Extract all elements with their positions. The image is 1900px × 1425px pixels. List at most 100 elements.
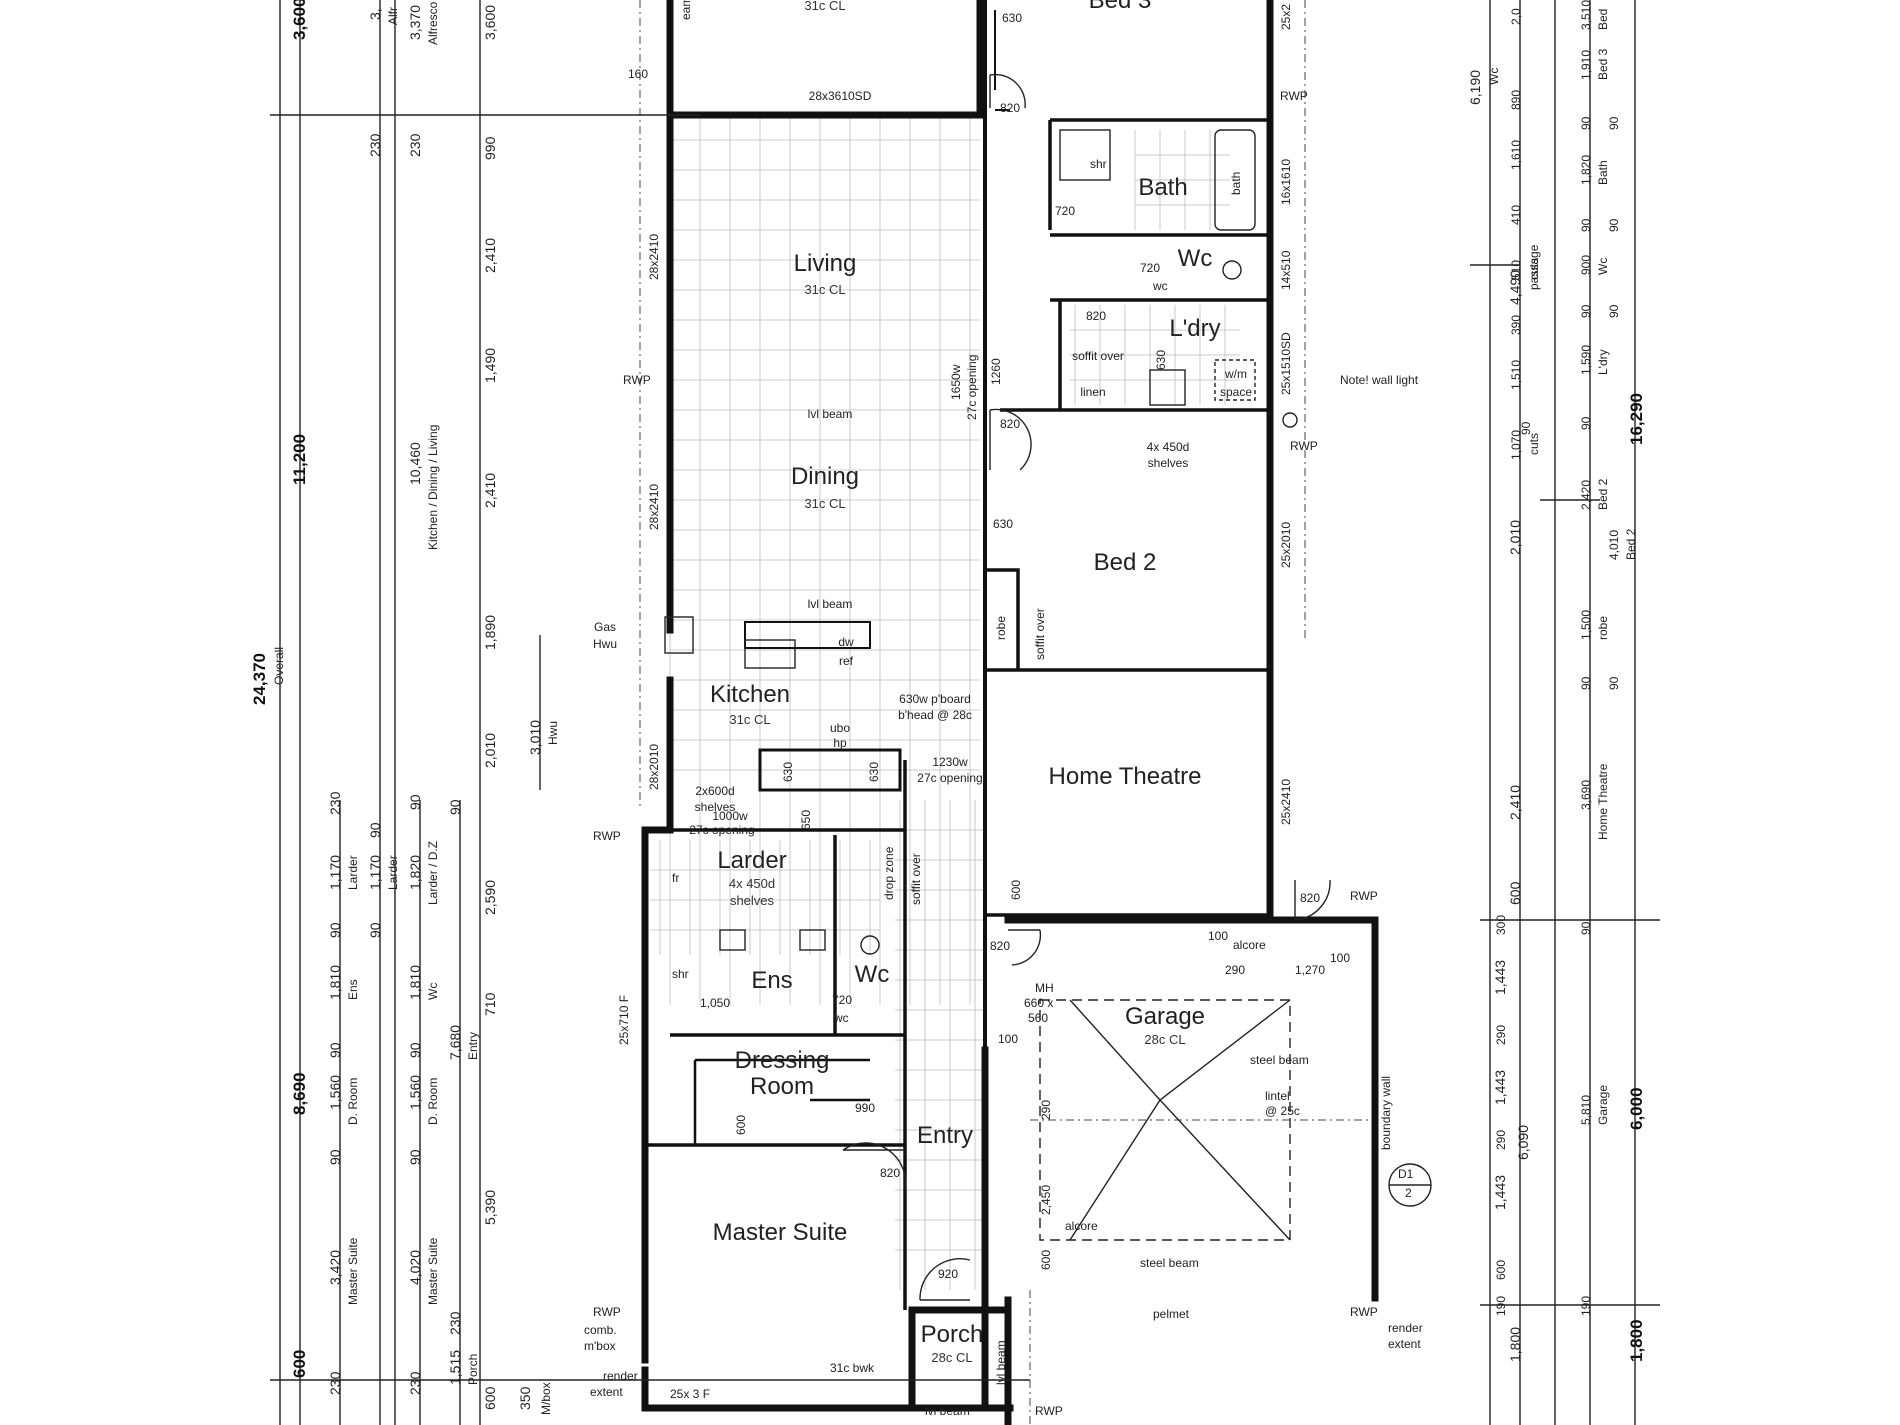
room-master-suite: Master Suite (713, 1219, 848, 1246)
note-linen-shelves-1: 4x 450d (1147, 440, 1190, 454)
dim-col-600: 600 (482, 1386, 498, 1410)
room-entry: Entry (917, 1122, 973, 1149)
note-wall-light: Note! wall light (1340, 373, 1419, 387)
larder-shelves-line2: shelves (730, 893, 775, 908)
window-25x2-top: 25x2 (1279, 4, 1293, 30)
dim-f-350-label: M/box (539, 1382, 553, 1415)
note-drop-zone: drop zone (882, 846, 896, 900)
door-dim-820-bed2: 820 (1000, 417, 1020, 431)
door-dim-100-a: 100 (1208, 929, 1228, 943)
dim-col-1890: 1,890 (482, 615, 498, 650)
trough-icon (1149, 369, 1186, 406)
note-bath: bath (1229, 172, 1243, 195)
dim-e-90-c: 90 (407, 1149, 423, 1165)
garage-roof-lines (1069, 999, 1291, 1241)
note-manhole-2: 660 x (1024, 996, 1053, 1010)
dim-r-600: 600 (1507, 881, 1523, 905)
dimension-lines (270, 0, 1660, 1425)
dim-t-90-e: 90 (1579, 676, 1593, 690)
room-wc: Wc (1178, 245, 1213, 272)
note-beam-fragment: eam (679, 0, 693, 20)
door-swings (842, 73, 1331, 1301)
note-comb-1: comb. (584, 1323, 617, 1337)
dim-r-1443-a: 1,443 (1492, 960, 1508, 995)
note-opening-1650-2: 27c opening (965, 355, 979, 420)
note-bwk: 31c bwk (830, 1361, 875, 1375)
dim-col-3600: 3,600 (482, 5, 498, 40)
door-dim-820-garage: 820 (990, 939, 1010, 953)
room-dressing-line2: Room (750, 1073, 814, 1100)
room-garage: Garage (1125, 1003, 1205, 1030)
dim-d-90-b: 90 (367, 922, 383, 938)
dim-3-frag: 3, (367, 8, 383, 20)
window-14x510: 14x510 (1279, 250, 1293, 290)
dim-10460: 10,460 (407, 442, 423, 485)
door-dim-1270: 1,270 (1295, 963, 1325, 977)
rwp-label-4: RWP (1280, 89, 1308, 103)
dim-t-1910: 1,910 (1579, 50, 1593, 80)
larder-shelves-line1: 4x 450d (729, 876, 775, 891)
note-ref: ref (839, 654, 854, 668)
door-dim-820-alcore: 820 (1300, 891, 1320, 905)
window-28x2410-a: 28x2410 (647, 234, 661, 280)
dim-t-1820-label: Bath (1596, 160, 1610, 185)
rwp-label-5: RWP (1290, 439, 1318, 453)
room-dressing-line1: Dressing (735, 1047, 830, 1074)
note-ubo: ubo (830, 721, 850, 735)
dim-t-1590: 1,590 (1579, 345, 1593, 375)
garage-ceiling-height: 28c CL (1144, 1032, 1185, 1047)
door-dim-650: 650 (799, 810, 813, 830)
dim-b-3420-label: Master Suite (346, 1237, 360, 1305)
dim-r-6190-label: Wc (1487, 68, 1501, 85)
dim-f-350: 350 (517, 1386, 533, 1410)
dim-3370: 3,370 (407, 5, 423, 40)
note-pboard-1: 630w p'board (899, 692, 971, 706)
rwp-label-1: RWP (623, 373, 651, 387)
dim-s-2-0: 2,0 (1509, 8, 1523, 25)
note-d1-number: 2 (1405, 1186, 1412, 1200)
room-larder: Larder (717, 847, 786, 874)
room-bed-3: Bed 3 (1089, 0, 1152, 14)
dim-t-90-i: 90 (1607, 304, 1621, 318)
door-dim-290: 290 (1225, 963, 1245, 977)
door-dim-630-top: 630 (1002, 11, 1022, 25)
dim-b-90-b: 90 (327, 1042, 343, 1058)
note-opening-1650-1: 1650w (949, 364, 963, 400)
window-28x2410-b: 28x2410 (647, 484, 661, 530)
dim-t-2420: 2,420 (1579, 480, 1593, 510)
dim-e-1810: 1,810 (407, 965, 423, 1000)
window-25x710f: 25x710 F (617, 995, 631, 1045)
dim-e-4020-label: Master Suite (426, 1237, 440, 1305)
dim-b-1560: 1,560 (327, 1075, 343, 1110)
note-manhole-3: 560 (1028, 1011, 1048, 1025)
dim-s-410: 410 (1509, 205, 1523, 225)
dim-s-1610: 1,610 (1509, 140, 1523, 170)
dim-r-600-b: 600 (1494, 1260, 1508, 1280)
dim-600: 600 (290, 1350, 309, 1378)
room-home-theatre: Home Theatre (1049, 763, 1202, 790)
ens-basin-icon-2 (799, 929, 826, 951)
shower-icon (1059, 129, 1111, 181)
dim-e-1810-label: Wc (426, 983, 440, 1000)
door-dim-920: 920 (938, 1267, 958, 1281)
dim-r-300: 300 (1494, 915, 1508, 935)
note-lvl-beam-1: lvl beam (808, 407, 853, 421)
dim-b-230: 230 (327, 791, 343, 815)
dim-e-4020: 4,020 (407, 1250, 423, 1285)
dim-s-510-label: cuts (1527, 258, 1541, 280)
dim-r-4490-label: passage (1527, 244, 1541, 290)
dim-t-1500-label: robe (1596, 616, 1610, 640)
note-fridge: fr (672, 871, 679, 885)
window-25x2010: 25x2010 (1279, 522, 1293, 568)
note-opening-1230-2: 27c opening (917, 771, 982, 785)
garage-slab-outline (1039, 999, 1291, 1241)
dim-t-190: 190 (1579, 1296, 1593, 1316)
dim-r-6000: 6,000 (1627, 1087, 1646, 1130)
door-dim-820-master: 820 (880, 1166, 900, 1180)
dim-b-1170: 1,170 (327, 855, 343, 890)
dim-t-3690: 3,690 (1579, 780, 1593, 810)
fixtures (664, 129, 1298, 1241)
note-dw: dw (838, 635, 854, 649)
dim-f-7680-label: Entry (466, 1032, 480, 1060)
dim-b-1810: 1,810 (327, 965, 343, 1000)
